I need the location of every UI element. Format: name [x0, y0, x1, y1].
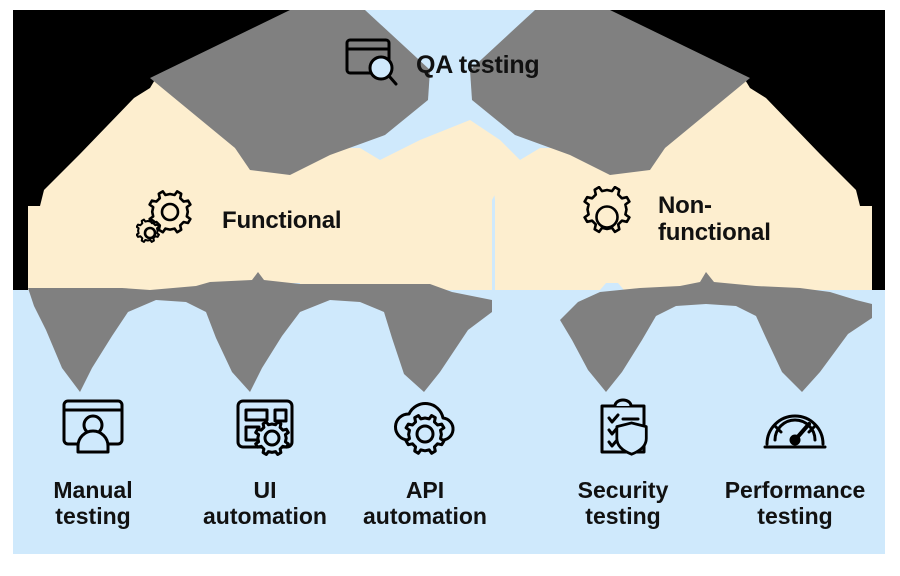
leaf-manual-testing[interactable]: Manual testing: [3, 396, 183, 529]
leaf-performance-testing[interactable]: Performance testing: [705, 396, 885, 529]
node-nonfunctional[interactable]: Non- functional: [576, 185, 771, 253]
connector-functional-fan: [28, 272, 492, 392]
dashboard-gear-icon: [230, 396, 300, 463]
leaf-ui-automation-label: UI automation: [203, 477, 327, 530]
node-nonfunctional-label: Non- functional: [658, 191, 771, 246]
speedometer-icon: [759, 396, 831, 463]
monitor-person-icon: [58, 396, 128, 463]
node-qa-testing-label: QA testing: [416, 50, 540, 79]
connector-nonfunctional-fan: [560, 272, 872, 392]
leaf-manual-testing-label: Manual testing: [53, 477, 133, 530]
single-gear-icon: [576, 185, 638, 253]
node-functional[interactable]: Functional: [135, 188, 342, 255]
connector-qa-to-functional: [150, 10, 430, 155]
leaf-security-testing-label: Security testing: [577, 477, 669, 530]
browser-window-search-icon: [344, 36, 400, 93]
node-qa-testing[interactable]: QA testing: [344, 36, 540, 93]
leaf-api-automation[interactable]: API automation: [335, 396, 515, 529]
leaf-api-automation-label: API automation: [363, 477, 487, 530]
connector-qa-to-nonfunctional-stem: [570, 148, 665, 175]
leaf-ui-automation[interactable]: UI automation: [175, 396, 355, 529]
two-gears-icon: [135, 188, 204, 255]
cloud-gear-icon: [388, 396, 462, 463]
node-functional-label: Functional: [222, 207, 342, 235]
clipboard-shield-icon: [588, 396, 658, 463]
branch-region-nonfunctional: [492, 78, 872, 290]
connector-qa-to-nonfunctional: [470, 10, 750, 155]
leaf-performance-testing-label: Performance testing: [724, 477, 866, 530]
connector-qa-to-functional-stem: [235, 148, 330, 175]
leaf-security-testing[interactable]: Security testing: [533, 396, 713, 529]
